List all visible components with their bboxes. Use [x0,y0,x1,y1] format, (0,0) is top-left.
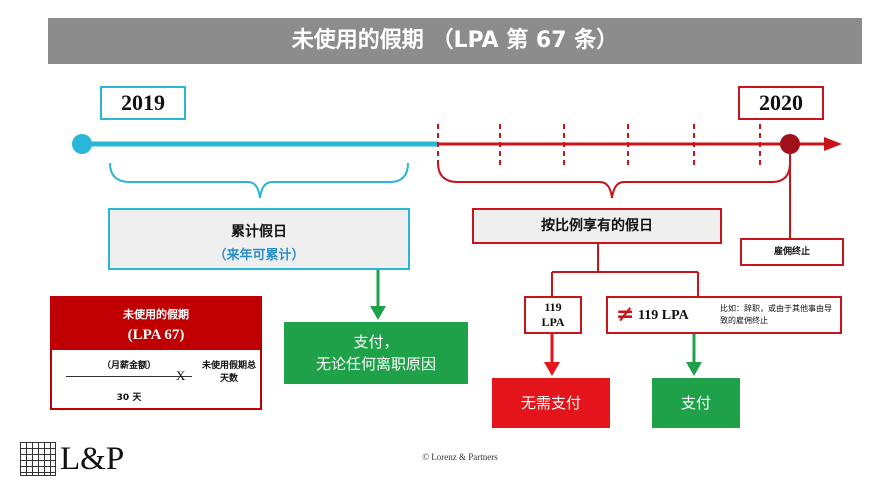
pay-regardless-line2: 无论任何离职原因 [315,355,436,373]
formula-denominator: 30 天 [116,393,142,403]
no-payment-box: 无需支付 [492,378,610,428]
lpa-119-label: LPA [541,315,565,329]
pay-regardless-box: 支付， 无论任何离职原因 [284,322,468,384]
brace-red [437,162,791,199]
cumulative-holiday-label: 累计假日 [231,224,287,240]
brace-blue [109,162,409,199]
cumulative-holiday-box: 累计假日 （来年可累计） [108,208,410,270]
arrow-cum-to-pay-head [370,306,386,320]
not-lpa-119-label: 119 LPA [638,308,689,323]
timeline-end-dot [780,134,800,154]
year-start-label: 2019 [100,86,186,120]
formula-times-sign: X [176,368,186,383]
cumulative-holiday-sub: （来年可累计） [213,248,305,263]
prorated-holiday-box: 按比例享有的假日 [472,208,722,244]
timeline-arrowhead [824,137,842,151]
formula-unused-days: 未使用假期总天数 [201,361,256,384]
company-logo: L&P [20,440,150,480]
year-end-label: 2020 [738,86,824,120]
not-lpa-119-box: ≠ 119 LPA 比如：辞职，或由于其他事由导致的雇佣终止 [606,296,842,334]
copyright-text: © Lorenz & Partners [422,452,498,462]
not-lpa-119-note: 比如：辞职，或由于其他事由导致的雇佣终止 [720,304,832,325]
timeline-dashed-ticks [437,124,761,166]
formula-header: 未使用的假期 (LPA 67) [52,298,260,350]
lpa-119-box: 119 LPA [524,296,582,334]
arrow-119-head [544,362,560,376]
formula-header-title: 未使用的假期 [123,308,189,321]
pay-regardless-line1: 支付， [353,333,399,351]
slide-title: 未使用的假期 （LPA 第 67 条） [48,18,862,64]
timeline-start-dot [72,134,92,154]
not-equal-icon: ≠ [616,302,635,327]
prorated-branch-lines [551,244,699,296]
termination-box: 雇佣终止 [740,238,844,266]
logo-text: L&P [60,441,125,477]
payment-box: 支付 [652,378,740,428]
formula-box: 未使用的假期 (LPA 67) （月薪金额） 30 天 X 未使用假期总天数 [50,296,262,410]
formula-numerator: （月薪金额） [101,361,156,371]
logo-grid-icon [20,442,56,476]
arrow-not119-head [686,362,702,376]
lpa-119-number: 119 [544,300,562,314]
formula-header-ref: (LPA 67) [127,327,185,343]
formula-fraction-bar [66,376,192,377]
